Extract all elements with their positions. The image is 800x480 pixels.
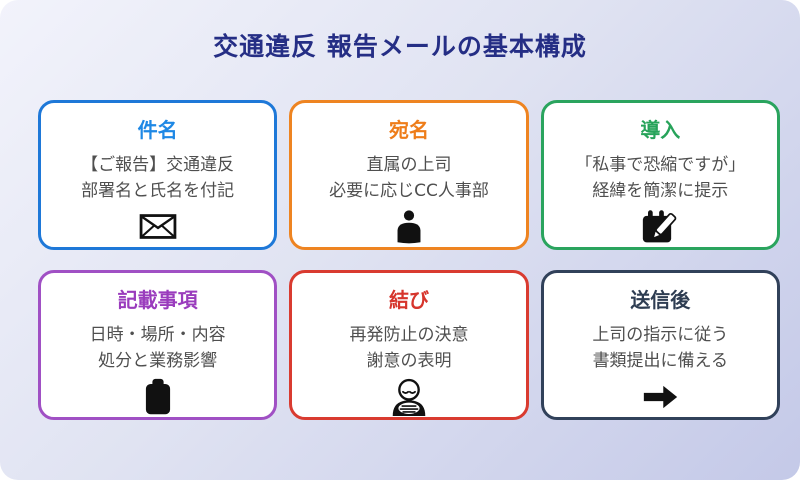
page-title: 交通違反 報告メールの基本構成 [213, 32, 587, 61]
arrow-right-icon [642, 376, 679, 417]
card-closing-line-2: 謝意の表明 [366, 351, 452, 371]
card-closing: 結び 再発防止の決意 謝意の表明 [289, 270, 529, 420]
clipboard-icon [142, 376, 174, 417]
card-introduction: 導入 「私事で恐縮ですが」 経緯を簡潔に提示 [540, 100, 780, 250]
card-after-send-line-1: 上司の指示に従う [592, 325, 729, 345]
card-recipient: 宛名 直属の上司 必要に応じCC人事部 [289, 100, 529, 250]
card-subject-line-1: 【ご報告】交通違反 [81, 155, 235, 175]
card-recipient-line-1: 直属の上司 [366, 155, 452, 175]
card-details: 記載事項 日時・場所・内容 処分と業務影響 [38, 270, 278, 420]
card-after-send-line-2: 書類提出に備える [592, 351, 729, 371]
bowing-person-icon [387, 376, 431, 417]
card-subject: 件名 【ご報告】交通違反 部署名と氏名を付記 [38, 100, 278, 250]
card-closing-title: 結び [388, 288, 429, 312]
memo-pen-icon [640, 206, 680, 247]
card-recipient-title: 宛名 [388, 118, 429, 142]
card-recipient-line-2: 必要に応じCC人事部 [329, 181, 489, 201]
card-subject-line-2: 部署名と氏名を付記 [81, 181, 235, 201]
card-details-line-1: 日時・場所・内容 [89, 325, 226, 345]
person-icon [393, 206, 425, 247]
card-after-send-title: 送信後 [630, 288, 691, 312]
card-details-title: 記載事項 [117, 288, 198, 312]
card-introduction-line-2: 経緯を簡潔に提示 [592, 181, 729, 201]
envelope-icon [139, 206, 177, 247]
card-details-line-2: 処分と業務影響 [98, 351, 218, 371]
card-introduction-title: 導入 [640, 118, 681, 142]
card-grid: 件名 【ご報告】交通違反 部署名と氏名を付記 宛名 直属の上司 必要に応じCC人… [38, 100, 780, 420]
card-after-send: 送信後 上司の指示に従う 書類提出に備える [540, 270, 780, 420]
card-closing-line-1: 再発防止の決意 [349, 325, 469, 345]
card-introduction-line-1: 「私事で恐縮ですが」 [575, 155, 746, 175]
card-subject-title: 件名 [137, 118, 178, 142]
